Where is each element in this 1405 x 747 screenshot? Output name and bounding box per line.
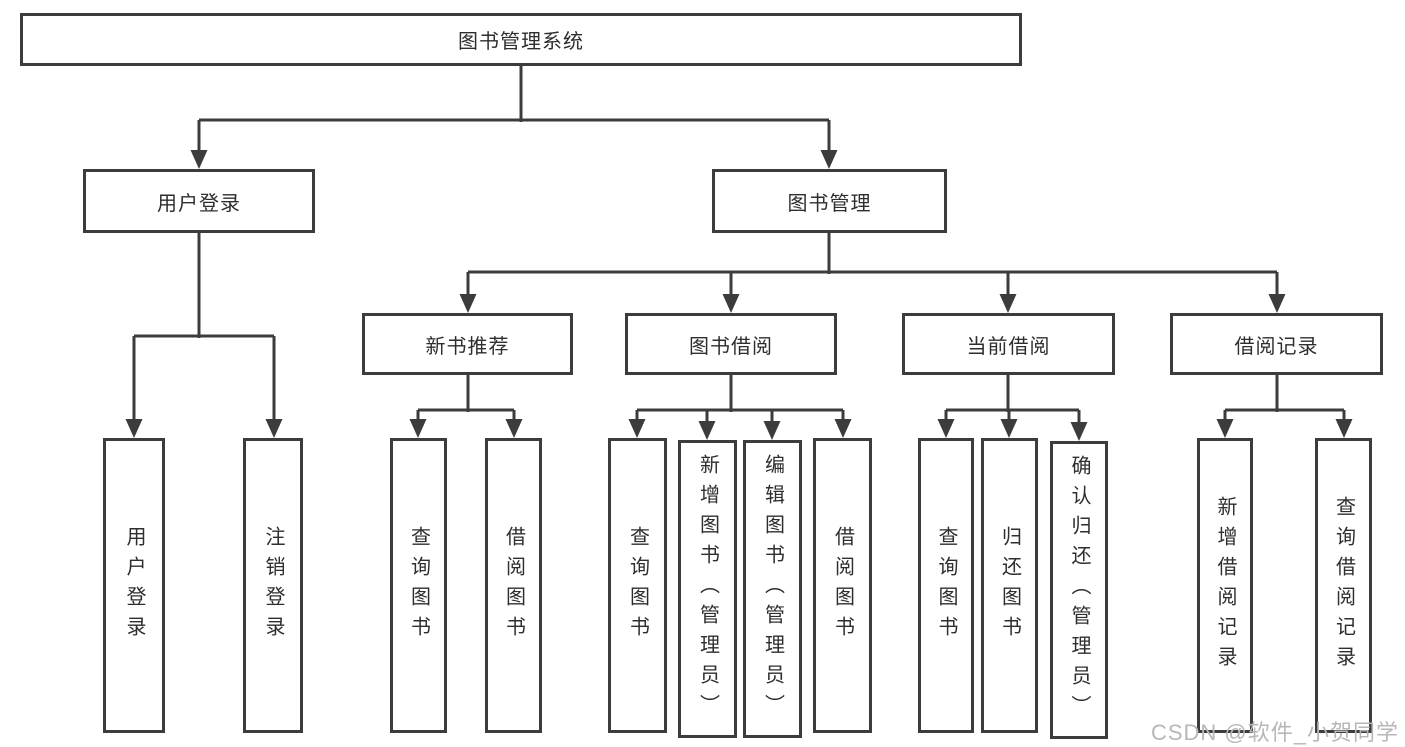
leaf-borrow-books-recommend: 借阅图书 [485, 438, 542, 733]
leaf-query-books-borrow-label: 查询图书 [626, 525, 649, 646]
leaf-return-books-label: 归还图书 [998, 525, 1021, 646]
leaf-add-books-admin-label: 新增图书（管理员） [696, 454, 719, 724]
node-new-book-recommend: 新书推荐 [362, 313, 573, 375]
leaf-logout-label: 注销登录 [262, 525, 284, 646]
leaf-user-login: 用户登录 [103, 438, 165, 733]
leaf-borrow-books: 借阅图书 [813, 438, 872, 733]
leaf-add-borrow-record-label: 新增借阅记录 [1214, 495, 1236, 676]
leaf-query-books-current-label: 查询图书 [935, 525, 957, 646]
leaf-add-borrow-record: 新增借阅记录 [1197, 438, 1253, 733]
node-book-borrow: 图书借阅 [625, 313, 837, 375]
leaf-borrow-books-label: 借阅图书 [831, 525, 854, 646]
node-current-borrow: 当前借阅 [902, 313, 1115, 375]
leaf-query-books-borrow: 查询图书 [608, 438, 667, 733]
leaf-query-books-current: 查询图书 [918, 438, 974, 733]
leaf-confirm-return-admin: 确认归还（管理员） [1050, 441, 1108, 739]
leaf-edit-books-admin-label: 编辑图书（管理员） [761, 454, 784, 724]
node-borrow-records: 借阅记录 [1170, 313, 1383, 375]
leaf-edit-books-admin: 编辑图书（管理员） [743, 440, 802, 738]
leaf-add-books-admin: 新增图书（管理员） [678, 440, 737, 738]
leaf-confirm-return-admin-label: 确认归还（管理员） [1068, 455, 1090, 725]
csdn-watermark: CSDN @软件_小贺同学 [1150, 720, 1399, 745]
leaf-user-login-label: 用户登录 [123, 525, 145, 646]
leaf-query-books-recommend: 查询图书 [390, 438, 447, 733]
leaf-query-borrow-record: 查询借阅记录 [1315, 438, 1372, 733]
node-root-library-system: 图书管理系统 [20, 13, 1022, 66]
node-user-login: 用户登录 [83, 169, 315, 233]
leaf-query-borrow-record-label: 查询借阅记录 [1332, 495, 1355, 676]
node-book-management: 图书管理 [712, 169, 947, 233]
leaf-query-books-recommend-label: 查询图书 [407, 525, 430, 646]
leaf-borrow-books-recommend-label: 借阅图书 [502, 525, 525, 646]
leaf-logout: 注销登录 [243, 438, 303, 733]
leaf-return-books: 归还图书 [981, 438, 1038, 733]
